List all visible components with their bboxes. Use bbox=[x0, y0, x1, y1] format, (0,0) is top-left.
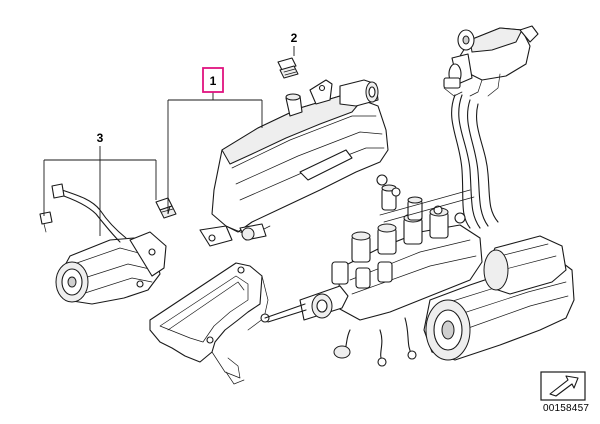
callout-1-highlight bbox=[202, 67, 224, 93]
callout-1-label: 1 bbox=[210, 74, 217, 88]
mounting-bracket bbox=[149, 262, 270, 385]
part-1-hydraulic-housing bbox=[199, 79, 389, 247]
hydraulic-pump bbox=[443, 25, 539, 97]
diagram-number: 00158457 bbox=[543, 403, 590, 414]
callout-2-label: 2 bbox=[291, 31, 298, 45]
part-3-bolt bbox=[155, 197, 177, 219]
callout-3-label: 3 bbox=[97, 131, 104, 145]
leader-line-3 bbox=[43, 146, 157, 236]
part-3-electric-motor bbox=[39, 183, 167, 305]
leader-line-1 bbox=[167, 92, 263, 214]
arrow-box-icon bbox=[540, 371, 586, 401]
part-2-bolt bbox=[277, 57, 299, 79]
actuator-assembly bbox=[264, 94, 575, 367]
